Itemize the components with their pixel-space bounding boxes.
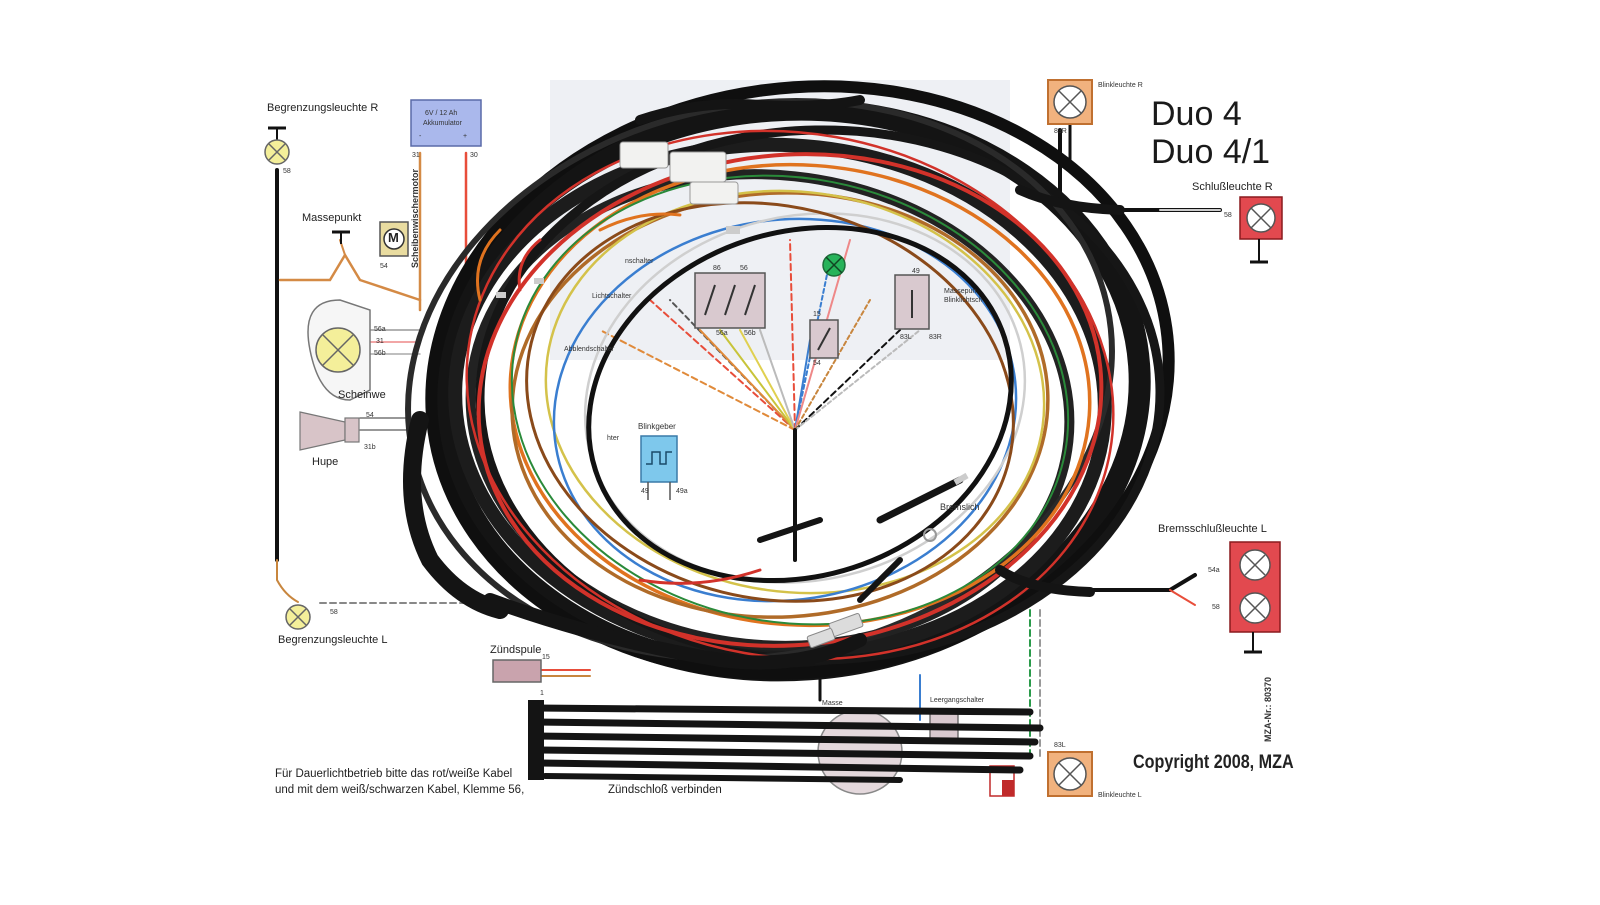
battery-icon [410,99,482,147]
title-line-1: Duo 4 [1151,95,1242,133]
parking-lamp-left [285,604,311,630]
label-horn: Hupe [312,456,339,468]
terminal-83l-switch: 83L [900,334,912,341]
terminal-56a-headlamp: 56a [374,326,386,333]
label-battery: Akkumulator [423,120,462,127]
label-headlamp: Scheinwe [338,389,386,401]
label-switch-c: hter [607,435,620,442]
label-switch-a: Abblendschalter [564,346,615,353]
terminal-56b-switch: 56b [744,330,756,337]
title-line-2: Duo 4/1 [1151,133,1271,171]
terminal-86-switch: 86 [713,265,721,272]
label-switch-b: Lichtschalter [592,293,632,300]
brake-switch-block [809,319,839,359]
terminal-15-coil: 15 [542,654,550,661]
light-switch-block [694,272,766,329]
label-ground-point: Massepunkt [302,212,362,224]
terminal-58-right: 58 [283,168,291,175]
terminal-54a-brake: 54a [1208,567,1220,574]
terminal-54-wiper: 54 [380,263,388,270]
label-battery-plus: + [463,133,468,140]
label-battery-minus: - [419,133,422,140]
cable-ties [528,700,1044,783]
terminal-31-headlamp: 31 [376,338,384,345]
label-switch-d: nschalter [625,258,654,265]
terminal-49-flasher: 49 [641,488,649,495]
flasher-relay-icon [640,435,678,500]
label-tail-lamp-right: Schlußleuchte R [1192,181,1273,193]
horn-icon [299,411,360,451]
connector-plugs [496,141,969,649]
label-parking-lamp-right: Begrenzungsleuchte R [267,102,379,114]
label-neutral-switch: Leergangschalter [930,697,985,704]
label-parking-lamp-left: Begrenzungsleuchte L [278,634,388,646]
ignition-coil-icon [492,659,542,683]
terminal-56a-switch: 56a [716,330,728,337]
terminal-83r-switch: 83R [929,334,942,341]
terminal-1-coil: 1 [540,690,544,697]
label-blinker-lamp-left: Blinkleuchte L [1098,792,1142,799]
label-blinker-lamp-right: Blinkleuchte R [1098,82,1143,89]
terminal-54-brake: 54 [813,360,821,367]
blinker-lamp-left [1047,751,1093,797]
terminal-58-left: 58 [330,609,338,616]
ground-point-icon [332,230,350,244]
footnote-line-2-end: Zündschloß verbinden [608,784,722,796]
label-ground-blinker-1: Massepun [944,288,977,295]
tail-lamp-right [1239,196,1283,264]
terminal-31-battery: 31 [412,152,420,159]
terminal-83r-blinker: 83R [1054,128,1067,135]
label-ground-blinker-2: Blinklichtsch [944,297,983,304]
indicator-lamp-green [822,253,846,277]
parking-lamp-right [264,126,290,165]
cable-harness [403,80,1175,682]
label-brake-tail-lamp-left: Bremsschlußleuchte L [1158,523,1267,535]
terminal-49a-flasher: 49a [676,488,688,495]
terminal-58-brake: 58 [1212,604,1220,611]
terminal-15-brake: 15 [813,311,821,318]
terminal-56b-headlamp: 56b [374,350,386,357]
wiper-motor-icon [379,221,409,257]
blinker-switch-block [894,274,930,330]
footnote-line-1: Für Dauerlichtbetrieb bitte das rot/weiß… [275,768,513,780]
terminal-30-battery: 30 [470,152,478,159]
label-ground: Masse [822,700,843,707]
terminal-31b-horn: 31b [364,444,376,451]
label-battery-capacity: 6V / 12 Ah [425,110,458,117]
part-number: MZA-Nr.: 80370 [1263,676,1273,742]
copyright-text: Copyright 2008, MZA [1133,752,1294,773]
terminal-49-switch: 49 [912,268,920,275]
footnote-line-2: und mit dem weiß/schwarzen Kabel, Klemme… [275,784,525,796]
terminal-56-switch: 56 [740,265,748,272]
headlamp-icon [307,299,371,401]
label-wiper-motor: Scheibenwischermotor [410,168,420,268]
terminal-54-horn: 54 [366,412,374,419]
terminal-83l-blinker: 83L [1054,742,1066,749]
label-ignition-coil: Zündspule [490,644,542,656]
label-flasher-relay: Blinkgeber [638,422,676,431]
brake-tail-lamp-left [1229,541,1281,654]
label-brake-light: Bremslich [940,502,980,512]
terminal-58-tail: 58 [1224,212,1232,219]
blinker-lamp-right [1047,79,1093,125]
wiper-motor-symbol: M [388,230,399,245]
